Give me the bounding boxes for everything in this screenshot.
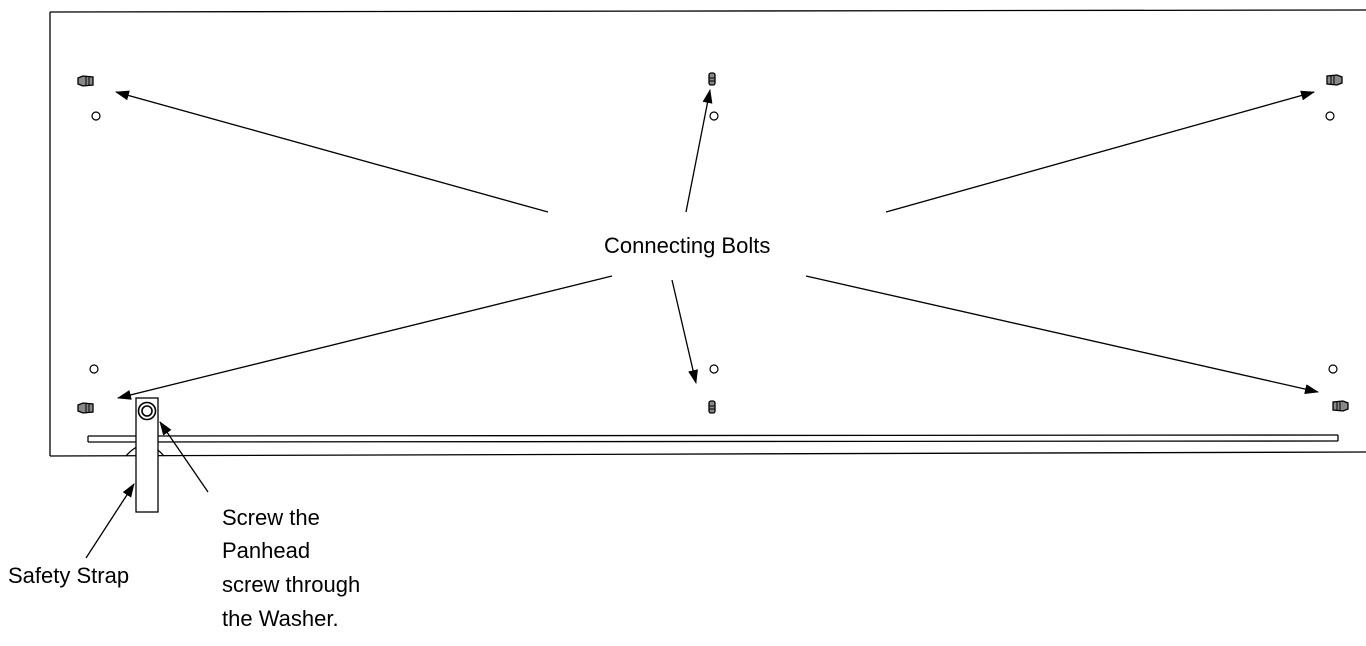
connecting-bolts-label: Connecting Bolts: [604, 233, 770, 258]
safety-strap-label: Safety Strap: [8, 563, 129, 588]
screw-instruction-line-2: Panhead: [222, 538, 310, 563]
bottom-rail: [87, 434, 1339, 443]
panel-outline: [49, 9, 1366, 457]
safety-strap: [125, 397, 165, 513]
connecting-bolt-icon: [708, 72, 716, 86]
connecting-bolts-arrows: [115, 89, 1319, 400]
connecting-bolt-icon: [77, 75, 94, 87]
strap-callout-arrows: [85, 421, 209, 559]
pilot-hole-icon: [89, 111, 1338, 374]
connecting-bolt-icon: [77, 402, 94, 414]
screw-instruction-line-3: screw through: [222, 572, 360, 597]
connecting-bolt-icon: [1332, 400, 1349, 412]
screw-instruction-line-4: the Washer.: [222, 606, 339, 631]
connecting-bolt-icon: [1326, 74, 1343, 86]
washer-icon: [137, 401, 157, 421]
connecting-bolt-icon: [708, 400, 716, 414]
screw-instruction-line-1: Screw the: [222, 505, 320, 530]
